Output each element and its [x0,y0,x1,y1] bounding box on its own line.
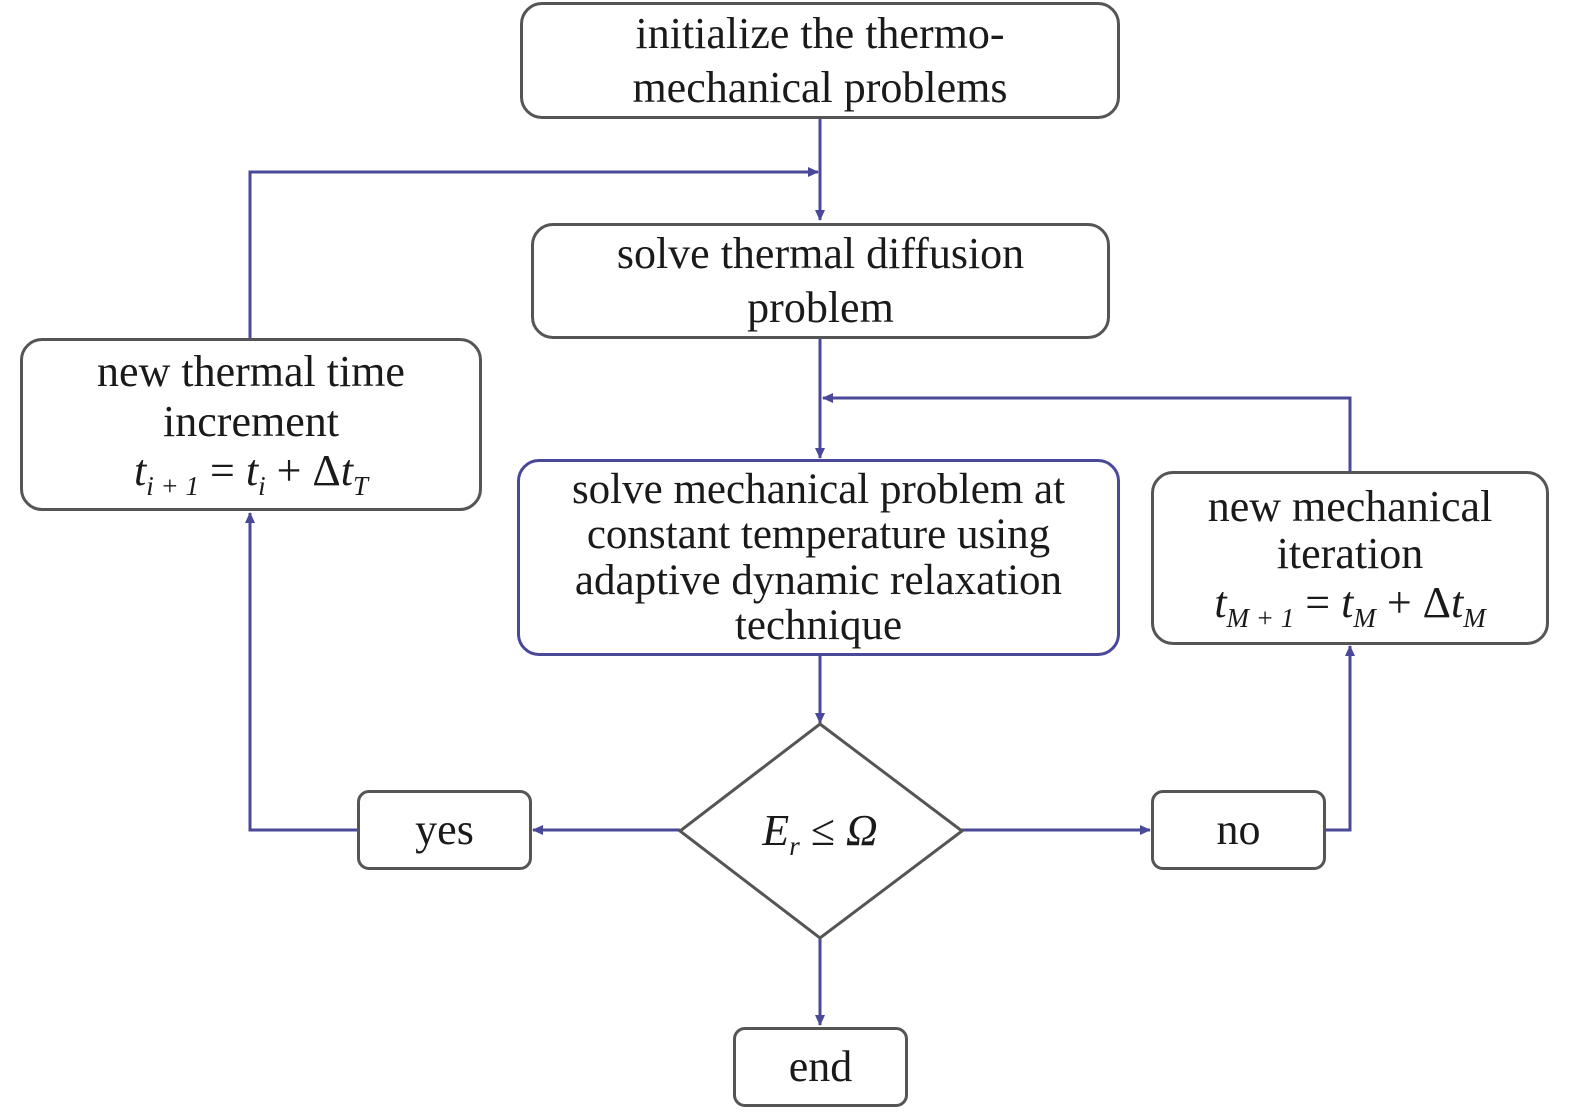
new-thermal-line-2: increment [163,396,339,446]
thermal-diffusion-box: solve thermal diffusion problem [531,223,1110,339]
decision-condition: Er ≤ Ω [762,806,878,861]
thermal-line-2: problem [747,283,894,332]
new-thermal-time-box: new thermal time increment ti + 1 = ti +… [20,338,482,511]
decision-diamond [677,722,965,940]
mechanical-iteration-equation: tM + 1 = tM + ΔtM [1214,577,1486,633]
end-label: end [788,1042,853,1092]
mechanical-problem-box: solve mechanical problem at constant tem… [517,459,1120,656]
no-box: no [1151,790,1326,870]
yes-label: yes [415,805,474,855]
mechanical-line-2: constant temperature using [586,511,1051,559]
new-thermal-line-1: new thermal time [97,347,405,397]
end-box: end [733,1027,908,1107]
arrow-thermal-loop [248,167,819,338]
mechanical-line-4: technique [734,601,903,649]
arrow-no-to-new-mechanical [1325,645,1355,832]
new-mechanical-iteration-box: new mechanical iteration tM + 1 = tM + Δ… [1151,471,1549,645]
thermal-time-equation: ti + 1 = ti + ΔtT [134,445,368,501]
new-mechanical-line-1: new mechanical [1207,481,1493,531]
initialize-box: initialize the thermo- mechanical proble… [520,2,1120,119]
initialize-line-2: mechanical problems [632,62,1008,112]
no-label: no [1216,805,1261,855]
new-mechanical-line-2: iteration [1276,529,1424,579]
arrow-yes-to-new-thermal [245,512,358,832]
initialize-line-1: initialize the thermo- [635,8,1005,58]
arrow-mechanical-loop [822,393,1352,472]
mechanical-line-1: solve mechanical problem at [571,466,1066,514]
yes-box: yes [357,790,532,870]
thermal-line-1: solve thermal diffusion [616,229,1025,279]
mechanical-line-3: adaptive dynamic relaxation [574,556,1063,604]
